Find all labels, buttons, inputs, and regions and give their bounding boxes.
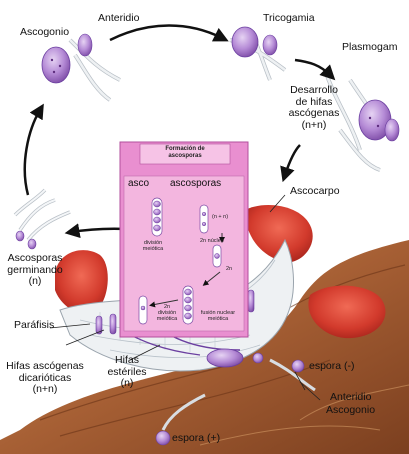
ascogonium-antheridium-top [42, 34, 120, 100]
germinating-ascospores-label: Ascosporas germinando (n) [4, 253, 66, 288]
hifas-est-line-3: (n) [103, 378, 151, 390]
ascocarp-label: Ascocarpo [290, 186, 340, 198]
desarrollo-line-4: (n+n) [284, 120, 344, 132]
antheridium-bottom-label: Anteridio [330, 392, 371, 404]
desarrollo-line-3: ascógenas [284, 108, 344, 120]
ascogonium-bottom-label: Ascogonio [326, 405, 375, 417]
spore-plus-label: espora (+) [172, 433, 220, 445]
antheridium-top-label: Anteridio [98, 13, 139, 25]
hifas-asc-line-3: (n+n) [2, 384, 88, 396]
ascosporas-line-1: Ascosporas [4, 253, 66, 265]
trichogamy-label: Tricogamia [263, 13, 315, 25]
inset-header-line-1: Formación de [150, 146, 220, 153]
inset-header-line-2: ascosporas [150, 153, 220, 160]
inset-fusion-line-2: meiótica [196, 316, 240, 322]
inset-meiotic-division-label: división meiótica [136, 240, 170, 252]
inset-n-plus-n-label: (n + n) [212, 214, 228, 220]
paraphysis-label: Paráfisis [14, 320, 54, 332]
ascogenous-hyphae-development-label: Desarrollo de hifas ascógenas (n+n) [284, 85, 344, 131]
hifas-asc-line-1: Hifas ascógenas [2, 361, 88, 373]
inset-nuclear-fusion-label: fusión nuclear meiótica [196, 310, 240, 322]
plasmogamy-label: Plasmogam [342, 42, 397, 54]
inset-meiotic-line-2: meiótica [136, 246, 170, 252]
ascospores-label: ascosporas [170, 178, 221, 190]
inset-2n-div-line-3: meiótica [150, 316, 184, 322]
ascogonium-top-label: Ascogonio [20, 27, 69, 39]
inset-header: Formación de ascosporas [150, 146, 220, 160]
inset-2n-division-label: 2n división meiótica [150, 304, 184, 322]
inset-2n-nucleus-label: 2n núcleo [200, 238, 224, 244]
hifas-est-line-1: Hifas [103, 355, 151, 367]
ascogenous-dikaryotic-hyphae-label: Hifas ascógenas dicarióticas (n+n) [2, 361, 88, 396]
ascus-label: asco [128, 178, 149, 190]
germinating-ascospores [15, 190, 70, 249]
desarrollo-line-1: Desarrollo [284, 85, 344, 97]
trichogyne [230, 27, 285, 80]
spore-minus-label: espora (-) [309, 361, 355, 373]
sterile-hyphae-label: Hifas estériles (n) [103, 355, 151, 390]
inset-2n-label: 2n [226, 266, 232, 272]
ascosporas-line-3: (n) [4, 276, 66, 288]
